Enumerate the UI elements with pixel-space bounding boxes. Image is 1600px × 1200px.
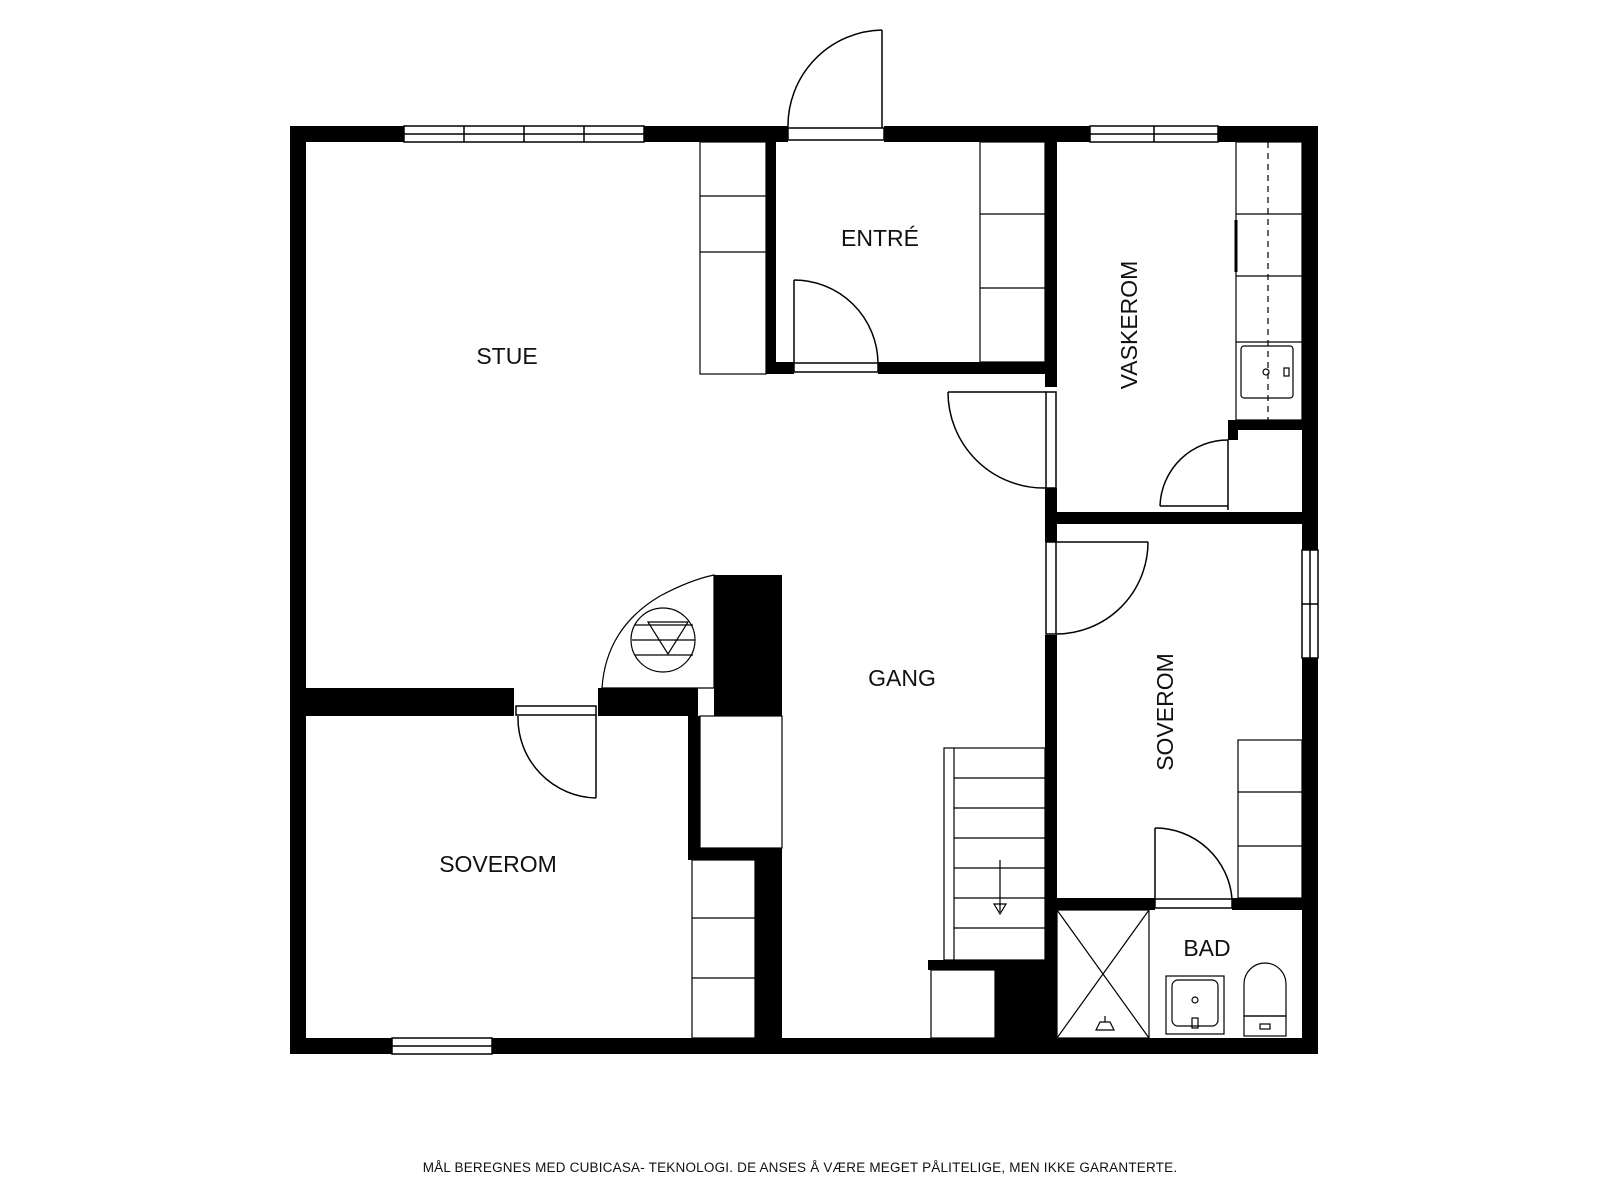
wardrobe-soverom-right xyxy=(1237,739,1303,899)
soverom-left-wall-right-c xyxy=(755,858,782,1038)
storage-soverom-left xyxy=(699,715,783,849)
shower xyxy=(1056,909,1150,1039)
door-front xyxy=(787,29,885,141)
wardrobe-stue xyxy=(699,141,767,375)
counter-vaskerom xyxy=(1234,141,1303,421)
vaskerom-wall-left xyxy=(1045,142,1057,387)
stairs xyxy=(943,747,1046,961)
door-vaskerom xyxy=(947,391,1057,489)
door-soverom-left xyxy=(515,705,597,799)
room-label-vaskerom: VASKEROM xyxy=(1116,261,1142,390)
outer-wall-bottom xyxy=(290,1038,1318,1054)
window-vaskerom-top xyxy=(1089,125,1219,143)
stair-wall-right-block xyxy=(995,960,1045,1038)
door-entre xyxy=(793,279,879,373)
chimney-block xyxy=(714,575,782,716)
room-label-stue: STUE xyxy=(476,343,537,369)
stair-wall-bottom xyxy=(928,960,1046,970)
soverom-left-wall-right-b xyxy=(688,848,782,860)
vaskerom-wall-bottom xyxy=(1045,512,1302,524)
outer-wall-left xyxy=(290,126,306,1054)
closet-wall-top xyxy=(1228,420,1302,430)
soverom-right-wall-left xyxy=(1045,635,1057,905)
measurement-disclaimer: MÅL BEREGNES MED CUBICASA- TEKNOLOGI. DE… xyxy=(422,1160,1178,1175)
stue-wall-bottom-right xyxy=(598,688,698,716)
entre-wall-left xyxy=(766,142,776,372)
stair-storage xyxy=(930,969,996,1039)
stue-wall-bottom-left xyxy=(306,688,514,716)
room-labels: STUE ENTRÉ GANG SOVEROM BAD VASKEROM SOV… xyxy=(439,225,1230,961)
wardrobe-soverom-left xyxy=(691,859,756,1039)
room-label-bad: BAD xyxy=(1183,935,1230,961)
soverom-right-wall-bottom xyxy=(1045,898,1155,910)
door-bad xyxy=(1154,827,1233,909)
window-soverom-left-bottom xyxy=(391,1037,493,1055)
room-label-entre: ENTRÉ xyxy=(841,225,919,251)
sink-vaskerom xyxy=(1240,345,1294,399)
fireplace xyxy=(601,574,715,689)
room-label-soverom-right: SOVEROM xyxy=(1152,653,1178,771)
window-soverom-right xyxy=(1301,549,1319,659)
windows xyxy=(391,125,1319,1055)
doors xyxy=(515,29,1233,909)
bad-wall-left xyxy=(1045,898,1057,1038)
door-closet xyxy=(1159,439,1229,510)
fixtures xyxy=(601,141,1303,1039)
sink-bad xyxy=(1165,975,1225,1035)
soverom-right-wall-bottom-2 xyxy=(1232,898,1302,910)
room-label-gang: GANG xyxy=(868,665,936,691)
soverom-left-wall-right-a xyxy=(688,716,700,858)
room-label-soverom-left: SOVEROM xyxy=(439,851,557,877)
toilet xyxy=(1243,962,1287,1037)
door-soverom-right xyxy=(1045,541,1149,635)
window-stue-top xyxy=(403,125,645,143)
wardrobe-entre xyxy=(979,141,1046,363)
walls xyxy=(290,126,1318,1054)
